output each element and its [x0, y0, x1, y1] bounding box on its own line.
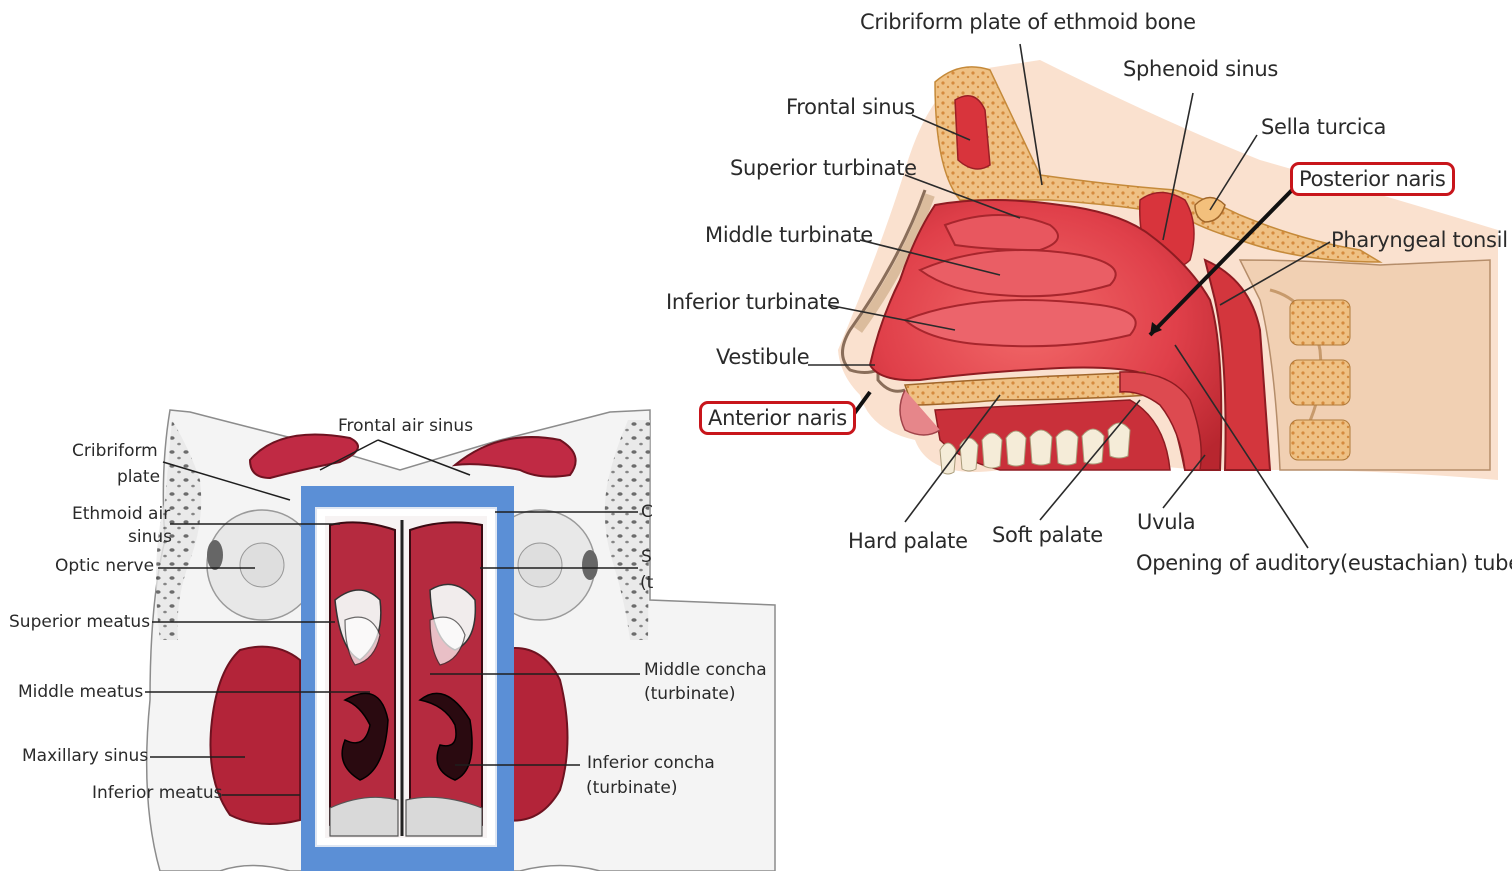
label-cribriform-line1: Cribriform: [72, 441, 158, 461]
label-ethmoid-line1: Ethmoid air: [72, 504, 170, 524]
label-cut-c: C: [641, 502, 653, 522]
label-middle-concha-line2: (turbinate): [644, 684, 736, 704]
label-inferior-concha-line2: (turbinate): [586, 778, 678, 798]
label-superior-meatus: Superior meatus: [9, 612, 150, 632]
label-inferior-meatus: Inferior meatus: [92, 783, 222, 803]
label-ethmoid-line2: sinus: [128, 527, 172, 547]
label-optic-nerve: Optic nerve: [55, 556, 154, 576]
label-cut-s: S: [641, 547, 652, 567]
label-cribriform-line2: plate: [117, 467, 160, 487]
label-frontal-air-sinus: Frontal air sinus: [338, 416, 473, 436]
label-cut-paren: (t: [640, 573, 653, 593]
label-middle-concha-line1: Middle concha: [644, 660, 767, 680]
label-middle-meatus: Middle meatus: [18, 682, 143, 702]
label-maxillary-sinus: Maxillary sinus: [22, 746, 148, 766]
label-inferior-concha-line1: Inferior concha: [587, 753, 715, 773]
